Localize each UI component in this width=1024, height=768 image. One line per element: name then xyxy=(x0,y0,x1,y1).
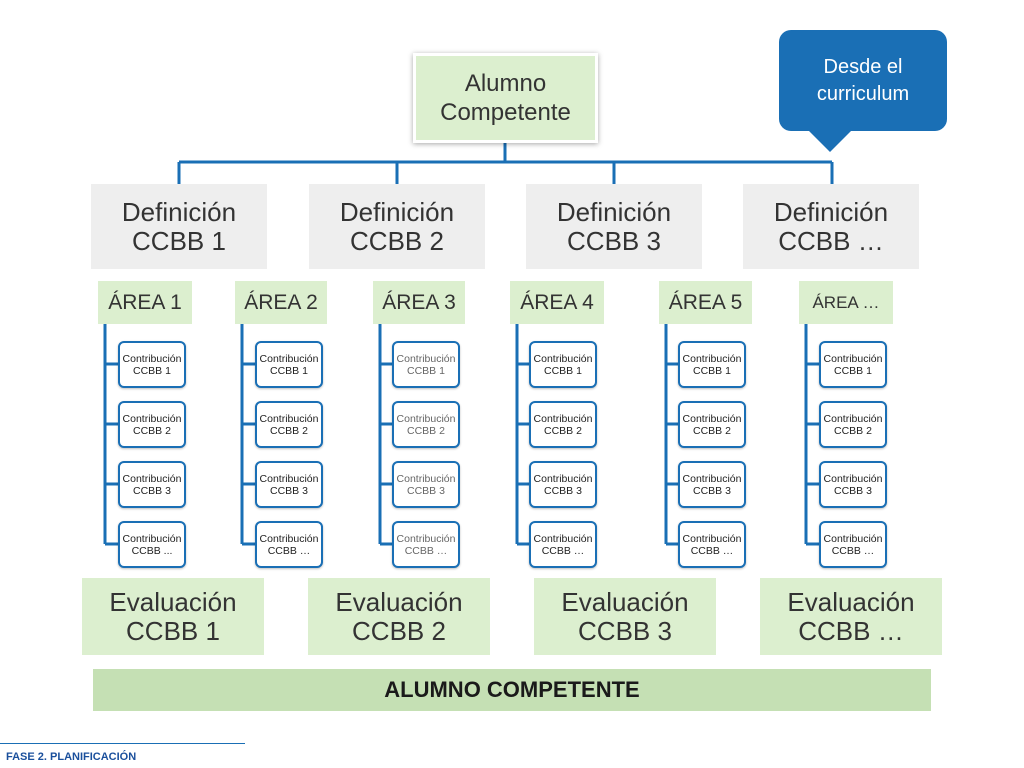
callout-tail xyxy=(808,130,852,152)
contribution-box: Contribución CCBB 2 xyxy=(255,401,323,448)
area-label-1: ÁREA 1 xyxy=(98,281,192,324)
contribution-box: Contribución CCBB 3 xyxy=(678,461,746,508)
contribution-box: Contribución CCBB 3 xyxy=(819,461,887,508)
evaluation-box-4: Evaluación CCBB … xyxy=(760,578,942,655)
contribution-box: Contribución CCBB 3 xyxy=(529,461,597,508)
evaluation-box-2: Evaluación CCBB 2 xyxy=(308,578,490,655)
contribution-box: Contribución CCBB 1 xyxy=(529,341,597,388)
alumno-competente-banner: ALUMNO COMPETENTE xyxy=(93,669,931,711)
evaluation-box-3: Evaluación CCBB 3 xyxy=(534,578,716,655)
definition-box-3: Definición CCBB 3 xyxy=(526,184,702,269)
contribution-box: Contribución CCBB 2 xyxy=(819,401,887,448)
contribution-box: Contribución CCBB 1 xyxy=(819,341,887,388)
area-label-5: ÁREA 5 xyxy=(659,281,752,324)
callout-bubble: Desde el curriculum xyxy=(779,30,947,131)
definition-box-2: Definición CCBB 2 xyxy=(309,184,485,269)
area-label-4: ÁREA 4 xyxy=(510,281,604,324)
evaluation-box-1: Evaluación CCBB 1 xyxy=(82,578,264,655)
contribution-box: Contribución CCBB 3 xyxy=(255,461,323,508)
definition-box-1: Definición CCBB 1 xyxy=(91,184,267,269)
root-node: Alumno Competente xyxy=(413,53,598,143)
definition-box-4: Definición CCBB … xyxy=(743,184,919,269)
area-label-2: ÁREA 2 xyxy=(235,281,327,324)
contribution-box: Contribución CCBB 1 xyxy=(678,341,746,388)
area-label-3: ÁREA 3 xyxy=(373,281,465,324)
contribution-box: Contribución CCBB … xyxy=(678,521,746,568)
contribution-box: Contribución CCBB 2 xyxy=(118,401,186,448)
contribution-box: Contribución CCBB … xyxy=(529,521,597,568)
contribution-box: Contribución CCBB 1 xyxy=(255,341,323,388)
contribution-box: Contribución CCBB … xyxy=(819,521,887,568)
contribution-box: Contribución CCBB 2 xyxy=(678,401,746,448)
area-label-6: ÁREA … xyxy=(799,281,893,324)
contribution-box: Contribución CCBB 2 xyxy=(529,401,597,448)
contribution-box: Contribución CCBB … xyxy=(255,521,323,568)
footer-divider xyxy=(0,743,245,744)
contribution-box: Contribución CCBB 2 xyxy=(392,401,460,448)
contribution-box: Contribución CCBB … xyxy=(392,521,460,568)
contribution-box: Contribución CCBB 1 xyxy=(118,341,186,388)
contribution-box: Contribución CCBB 3 xyxy=(118,461,186,508)
contribution-box: Contribución CCBB ... xyxy=(118,521,186,568)
contribution-box: Contribución CCBB 1 xyxy=(392,341,460,388)
footer-label: FASE 2. PLANIFICACIÓN xyxy=(6,751,137,763)
contribution-box: Contribución CCBB 3 xyxy=(392,461,460,508)
